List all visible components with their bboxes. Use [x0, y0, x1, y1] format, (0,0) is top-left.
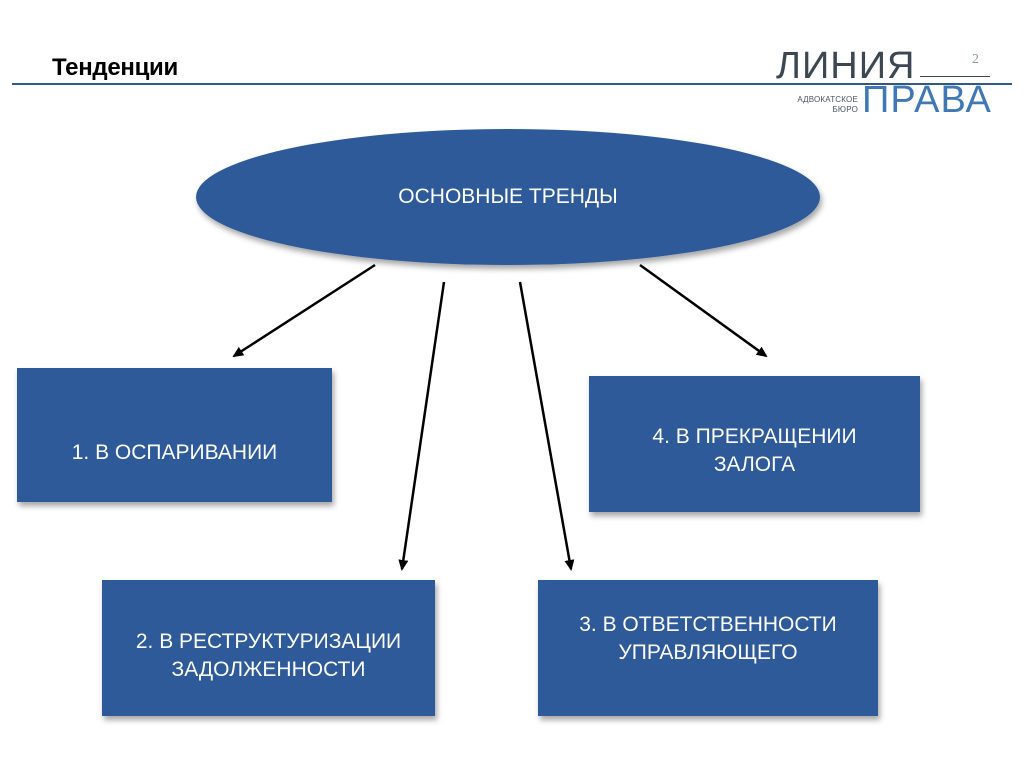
center-label: ОСНОВНЫЕ ТРЕНДЫ	[196, 183, 820, 213]
slide-title: Тенденции	[52, 54, 178, 81]
logo: ЛИНИЯ ПРАВА АДВОКАТСКОЕ БЮРО	[772, 44, 994, 121]
page-number: 2	[972, 52, 979, 67]
center-label-text: ОСНОВНЫЕ ТРЕНДЫ	[398, 185, 618, 208]
logo-subtitle-2: БЮРО	[832, 105, 858, 114]
box-4-shape	[589, 376, 920, 512]
logo-line	[920, 76, 990, 77]
box-3-line-2: УПРАВЛЯЮЩЕГО	[618, 641, 798, 664]
box-2-shape	[102, 580, 435, 716]
arrow-to-box-1	[232, 263, 376, 358]
logo-bottom-word: ПРАВА	[862, 79, 992, 121]
box-1-label: 1. В ОСПАРИВАНИИ	[17, 423, 332, 483]
box-2-line-2: ЗАДОЛЖЕННОСТИ	[171, 658, 366, 681]
box-3-line-1: 3. В ОТВЕТСТВЕННОСТИ	[579, 613, 837, 636]
center-ellipse	[196, 129, 820, 265]
box-4-line-2: ЗАЛОГА	[713, 453, 796, 476]
box-3-label: 3. В ОТВЕТСТВЕННОСТИ УПРАВЛЯЮЩЕГО	[538, 604, 878, 674]
box-4-line-1: 4. В ПРЕКРАЩЕНИИ	[652, 425, 857, 448]
box-2-label: 2. В РЕСТРУКТУРИЗАЦИИ ЗАДОЛЖЕННОСТИ	[102, 621, 435, 691]
header-divider	[12, 83, 1012, 85]
box-4-label: 4. В ПРЕКРАЩЕНИИ ЗАЛОГА	[589, 416, 920, 486]
arrow-to-box-3	[518, 281, 575, 571]
logo-subtitle-1: АДВОКАТСКОЕ	[797, 95, 858, 104]
arrow-to-box-2	[398, 281, 446, 571]
box-1-shape	[17, 368, 332, 502]
box-3-shape	[538, 580, 878, 716]
logo-top-word: ЛИНИЯ	[776, 45, 916, 87]
box-1-line-1: 1. В ОСПАРИВАНИИ	[71, 441, 278, 464]
arrow-to-box-4	[639, 263, 768, 358]
box-2-line-1: 2. В РЕСТРУКТУРИЗАЦИИ	[135, 630, 402, 653]
